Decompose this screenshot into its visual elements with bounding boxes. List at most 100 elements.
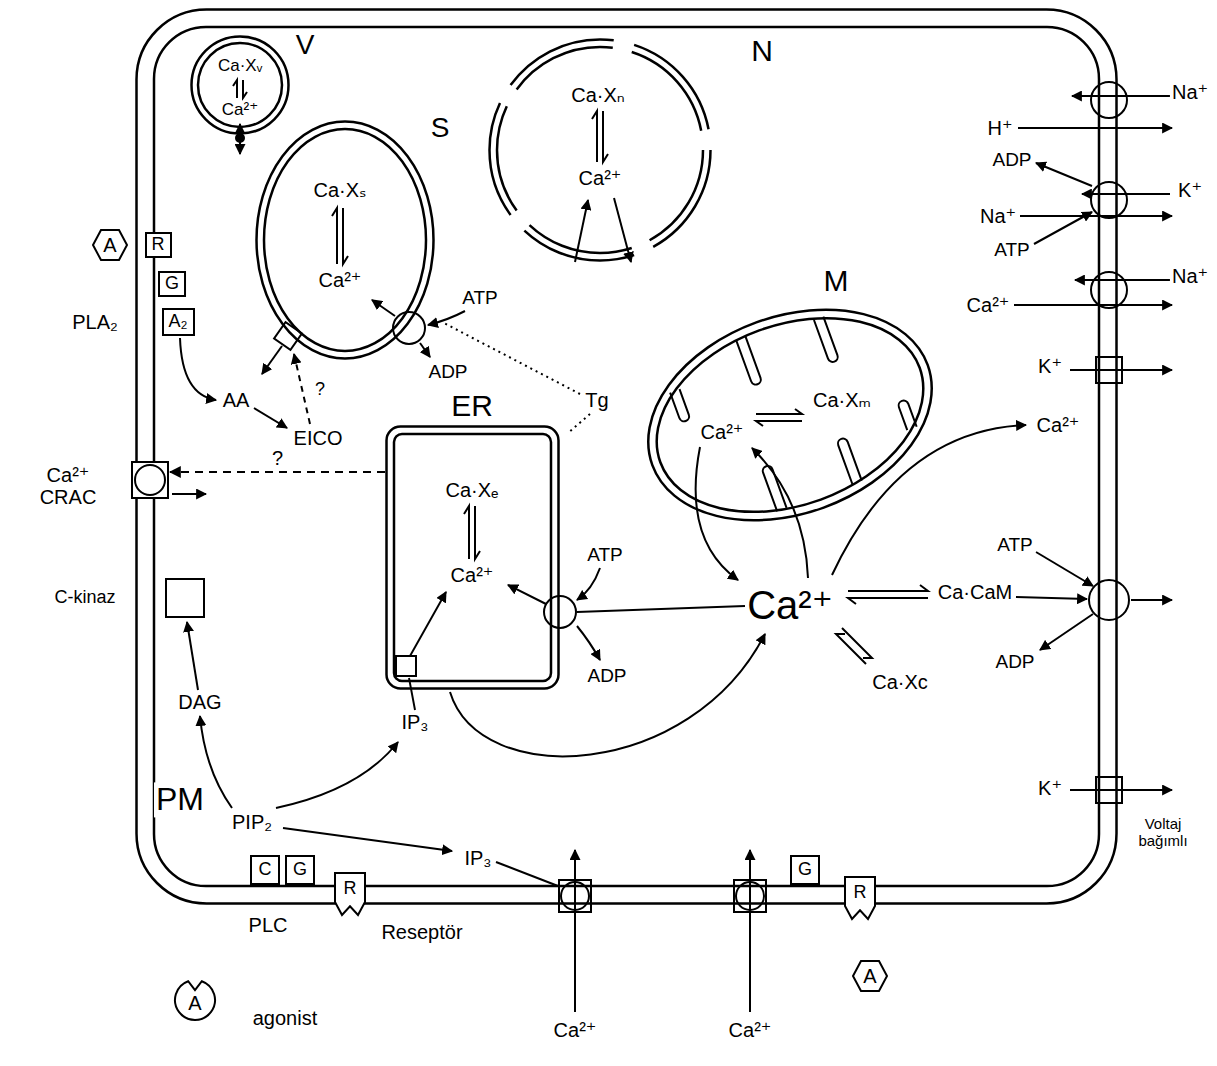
outline-group [192, 37, 289, 134]
node-text: N [749, 34, 775, 67]
label-text: Ca²⁺ [965, 294, 1012, 316]
drawing [172, 80, 1172, 1012]
crac-channel-outline [135, 465, 165, 495]
label-text: Ca²⁺ [1035, 414, 1082, 436]
g-protein-box-outline [791, 856, 819, 884]
node-text: V [294, 30, 317, 61]
ion-arrow [1018, 127, 1172, 129]
outline-group [791, 856, 819, 884]
equilibrium-arrows [464, 506, 480, 559]
node-text: Ca·Xₙ [569, 84, 627, 106]
outline-group [853, 961, 887, 991]
ion-arrow [574, 850, 576, 1012]
node-text: G [291, 860, 309, 880]
node-text: A [101, 234, 118, 256]
cell-membrane-outline [154, 27, 1099, 886]
ion-arrow [1075, 279, 1170, 281]
ion-arrow [1082, 193, 1170, 195]
equilibrium-arrows [233, 80, 247, 98]
receptor-symbol-outline [335, 873, 365, 915]
label-text: K⁺ [1036, 355, 1064, 377]
equilibrium-arrows [848, 585, 928, 604]
flux-arrow [577, 626, 600, 660]
node-outline [130, 460, 170, 500]
label-text: ADP [993, 652, 1036, 673]
label-text: Ca²⁺ [745, 583, 835, 627]
binding-line [409, 678, 415, 710]
flux-arrow [420, 343, 430, 357]
phospholipase-box-outline [251, 856, 279, 884]
label-text: Ca²⁺ [727, 1019, 774, 1041]
flux-arrow [254, 408, 287, 428]
vesicle-outline [198, 43, 282, 127]
node-text: Ca²⁺ [577, 167, 624, 189]
label-text: Na⁺ [1170, 81, 1210, 103]
receptor-box: R [145, 232, 172, 258]
outline-group [146, 233, 171, 257]
mitochondrion-outline [814, 317, 839, 364]
organelle-outline [264, 129, 426, 351]
node-text: PLC [247, 914, 290, 936]
node-text: R [852, 883, 869, 903]
node-text: C [257, 860, 274, 880]
agonist-hexagon: A [852, 960, 888, 992]
vesicle-outline [192, 37, 289, 134]
phospholipase-box: CPLC [250, 855, 280, 885]
ion-arrow [749, 850, 751, 1012]
g-protein-box: G [285, 855, 315, 885]
edge-label: ? [270, 447, 285, 469]
label-text: ADP [990, 150, 1033, 171]
label-text: ATP [585, 545, 625, 566]
flux-arrow [696, 447, 738, 580]
crac-channel-outline [132, 462, 168, 498]
outline-group [845, 877, 875, 919]
node-text: M [822, 264, 851, 297]
node-text: Ca²⁺ [317, 269, 364, 291]
vesicle: VCa·XᵥCa²⁺ [190, 35, 290, 135]
label-text: H⁺ [986, 117, 1015, 139]
cell-membrane-outline [137, 10, 1117, 904]
flux-arrow [410, 592, 446, 656]
endoplasmic-reticulum-outline [387, 427, 559, 689]
node-text: PLA₂ [70, 311, 120, 333]
crac-channel: Ca²⁺ CRAC [130, 460, 170, 500]
equilibrium-arrows [756, 409, 802, 426]
node-outline [385, 425, 560, 690]
flux-arrow [1036, 163, 1092, 186]
receptor-box-outline [146, 233, 171, 257]
dotted-line [568, 414, 590, 433]
flux-arrow [262, 346, 282, 374]
agonist-hexagon: A [92, 229, 128, 261]
receptor-symbol-outline [845, 877, 875, 919]
equilibrium-arrows [836, 628, 872, 664]
label-text: DAG [176, 691, 223, 713]
node-text: Ca·Xₑ [444, 479, 501, 501]
endoplasmic-reticulum: ERCa·XₑCa²⁺ [385, 425, 560, 690]
outline-group [163, 309, 194, 335]
label-text: Na⁺ [1170, 265, 1210, 287]
vesicle-channel-dot [236, 134, 244, 142]
flux-arrow [577, 568, 600, 600]
ion-arrow [1014, 304, 1172, 306]
node-text: R [342, 879, 359, 899]
node-text: Ca·Xₛ [311, 179, 368, 201]
outline-group [257, 122, 434, 359]
node-text: Ca²⁺ [449, 564, 496, 586]
node-outline [255, 120, 435, 360]
outline-group [137, 10, 1117, 904]
flux-arrow [187, 622, 198, 690]
g-protein-box-outline [286, 856, 314, 884]
label-text: Ca²⁺ [552, 1019, 599, 1041]
flux-arrow [372, 300, 395, 316]
node-text: agonist [251, 1007, 320, 1029]
flux-arrow [1040, 614, 1093, 650]
ion-arrow [1020, 215, 1172, 217]
flux-arrow [1131, 599, 1172, 601]
agonist-symbol: Aagonist [173, 978, 217, 1022]
endoplasmic-reticulum-outline [394, 434, 551, 681]
node-text: PM [154, 782, 206, 817]
outline-group [387, 427, 559, 689]
